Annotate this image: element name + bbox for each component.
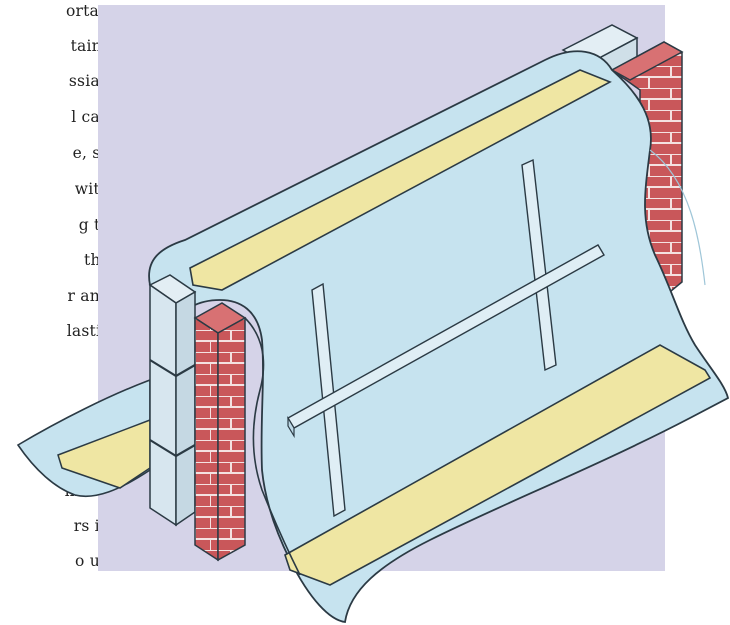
front-block-column [150,275,195,525]
front-brick-leaf [195,303,245,560]
